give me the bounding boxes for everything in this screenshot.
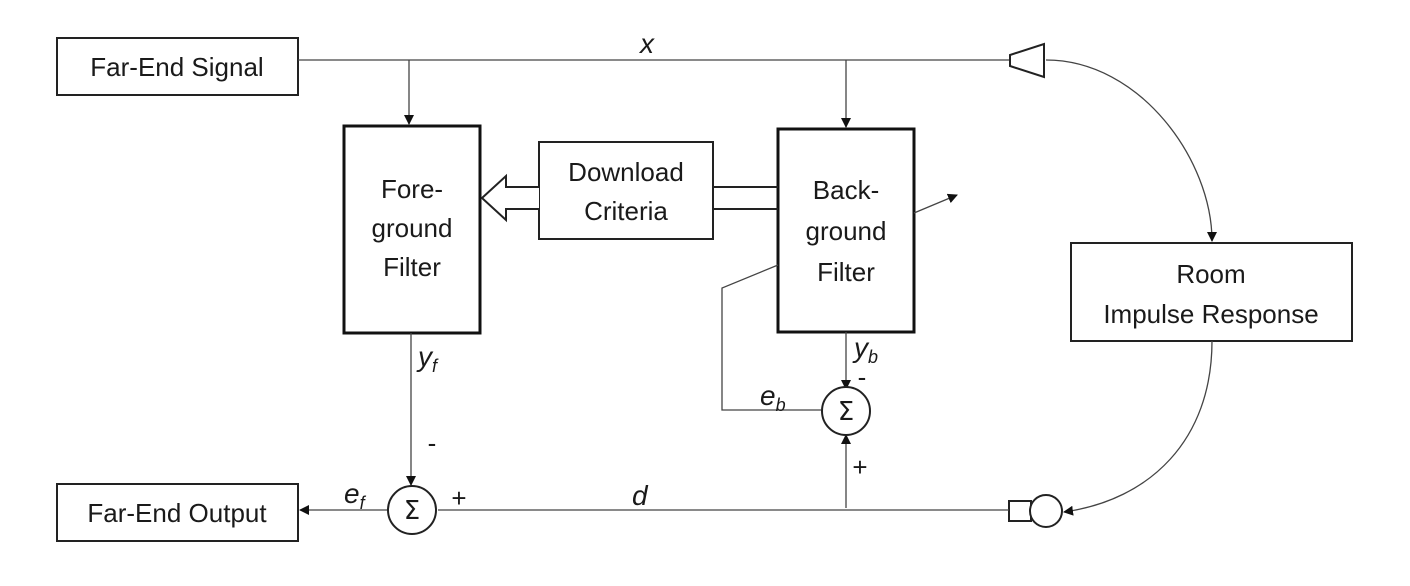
foreground-sum-plus-sign: + — [451, 483, 466, 513]
foreground-filter-label-2: ground — [372, 213, 453, 243]
background-filter-label-3: Filter — [817, 257, 875, 287]
background-filter-label-2: ground — [806, 216, 887, 246]
download-criteria-label-1: Download — [568, 157, 684, 187]
far-end-output-label: Far-End Output — [87, 498, 267, 528]
far-end-signal-block: Far-End Signal — [56, 37, 299, 96]
x-label: x — [638, 28, 655, 59]
speaker-to-room-arrow — [1045, 59, 1217, 242]
far-end-output-block: Far-End Output — [56, 483, 299, 542]
far-end-signal-label: Far-End Signal — [90, 52, 263, 82]
eb-label: eb — [760, 380, 786, 415]
summation-symbol: Σ — [838, 397, 854, 427]
foreground-filter-label-3: Filter — [383, 252, 441, 282]
yf-label: yf — [416, 341, 439, 376]
background-sum-plus-sign: + — [852, 452, 867, 482]
background-sum-minus-sign: - — [858, 362, 867, 392]
foreground-filter-block: Fore- ground Filter — [342, 124, 482, 335]
download-criteria-block: Download Criteria — [538, 141, 714, 240]
room-to-microphone-arrow — [1063, 340, 1213, 516]
download-criteria-label-2: Criteria — [584, 196, 668, 226]
foreground-summation-node: Σ — [387, 485, 437, 535]
eb-feedback-line — [721, 264, 821, 411]
background-filter-block: Back- ground Filter — [776, 127, 916, 334]
room-impulse-response-block: Room Impulse Response — [1070, 242, 1353, 342]
download-transfer-arrow — [480, 173, 778, 223]
background-summation-node: Σ — [821, 386, 871, 436]
foreground-filter-label-1: Fore- — [381, 174, 443, 204]
microphone-icon — [1008, 494, 1063, 528]
room-impulse-response-label-2: Impulse Response — [1103, 299, 1318, 329]
background-filter-label-1: Back- — [813, 175, 879, 205]
d-label: d — [632, 480, 649, 511]
ef-label: ef — [344, 478, 367, 513]
summation-symbol: Σ — [404, 496, 420, 526]
room-impulse-response-label-1: Room — [1176, 259, 1245, 289]
adaptation-arrow — [913, 193, 958, 214]
foreground-sum-minus-sign: - — [428, 428, 437, 458]
loudspeaker-icon — [1009, 42, 1045, 79]
yb-label: yb — [852, 332, 878, 367]
